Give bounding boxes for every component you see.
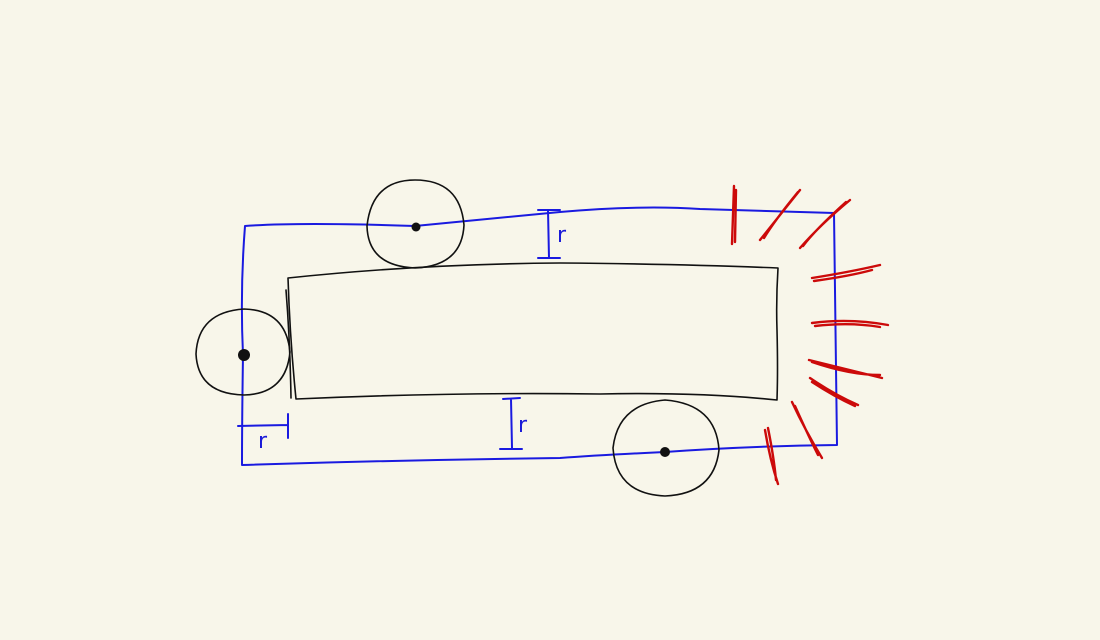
gap-marker-top: r (537, 209, 567, 259)
inner-rectangle (287, 262, 779, 401)
circle-left-center (238, 349, 250, 361)
inner-rectangle-edge (285, 289, 292, 399)
circle-top (366, 179, 465, 269)
circle-left (195, 308, 291, 396)
gap-label-top: r (557, 223, 567, 248)
circle-top-center (411, 222, 421, 232)
circle-bottom-center (660, 447, 670, 457)
gap-label-bottom: r (518, 413, 528, 438)
gap-label-left: r (258, 429, 268, 454)
offset-path (240, 206, 838, 466)
corner-hatch-marks (730, 184, 890, 486)
gap-marker-bottom: r (499, 397, 528, 450)
circle-bottom (612, 399, 720, 497)
gap-marker-left: r (237, 413, 289, 454)
